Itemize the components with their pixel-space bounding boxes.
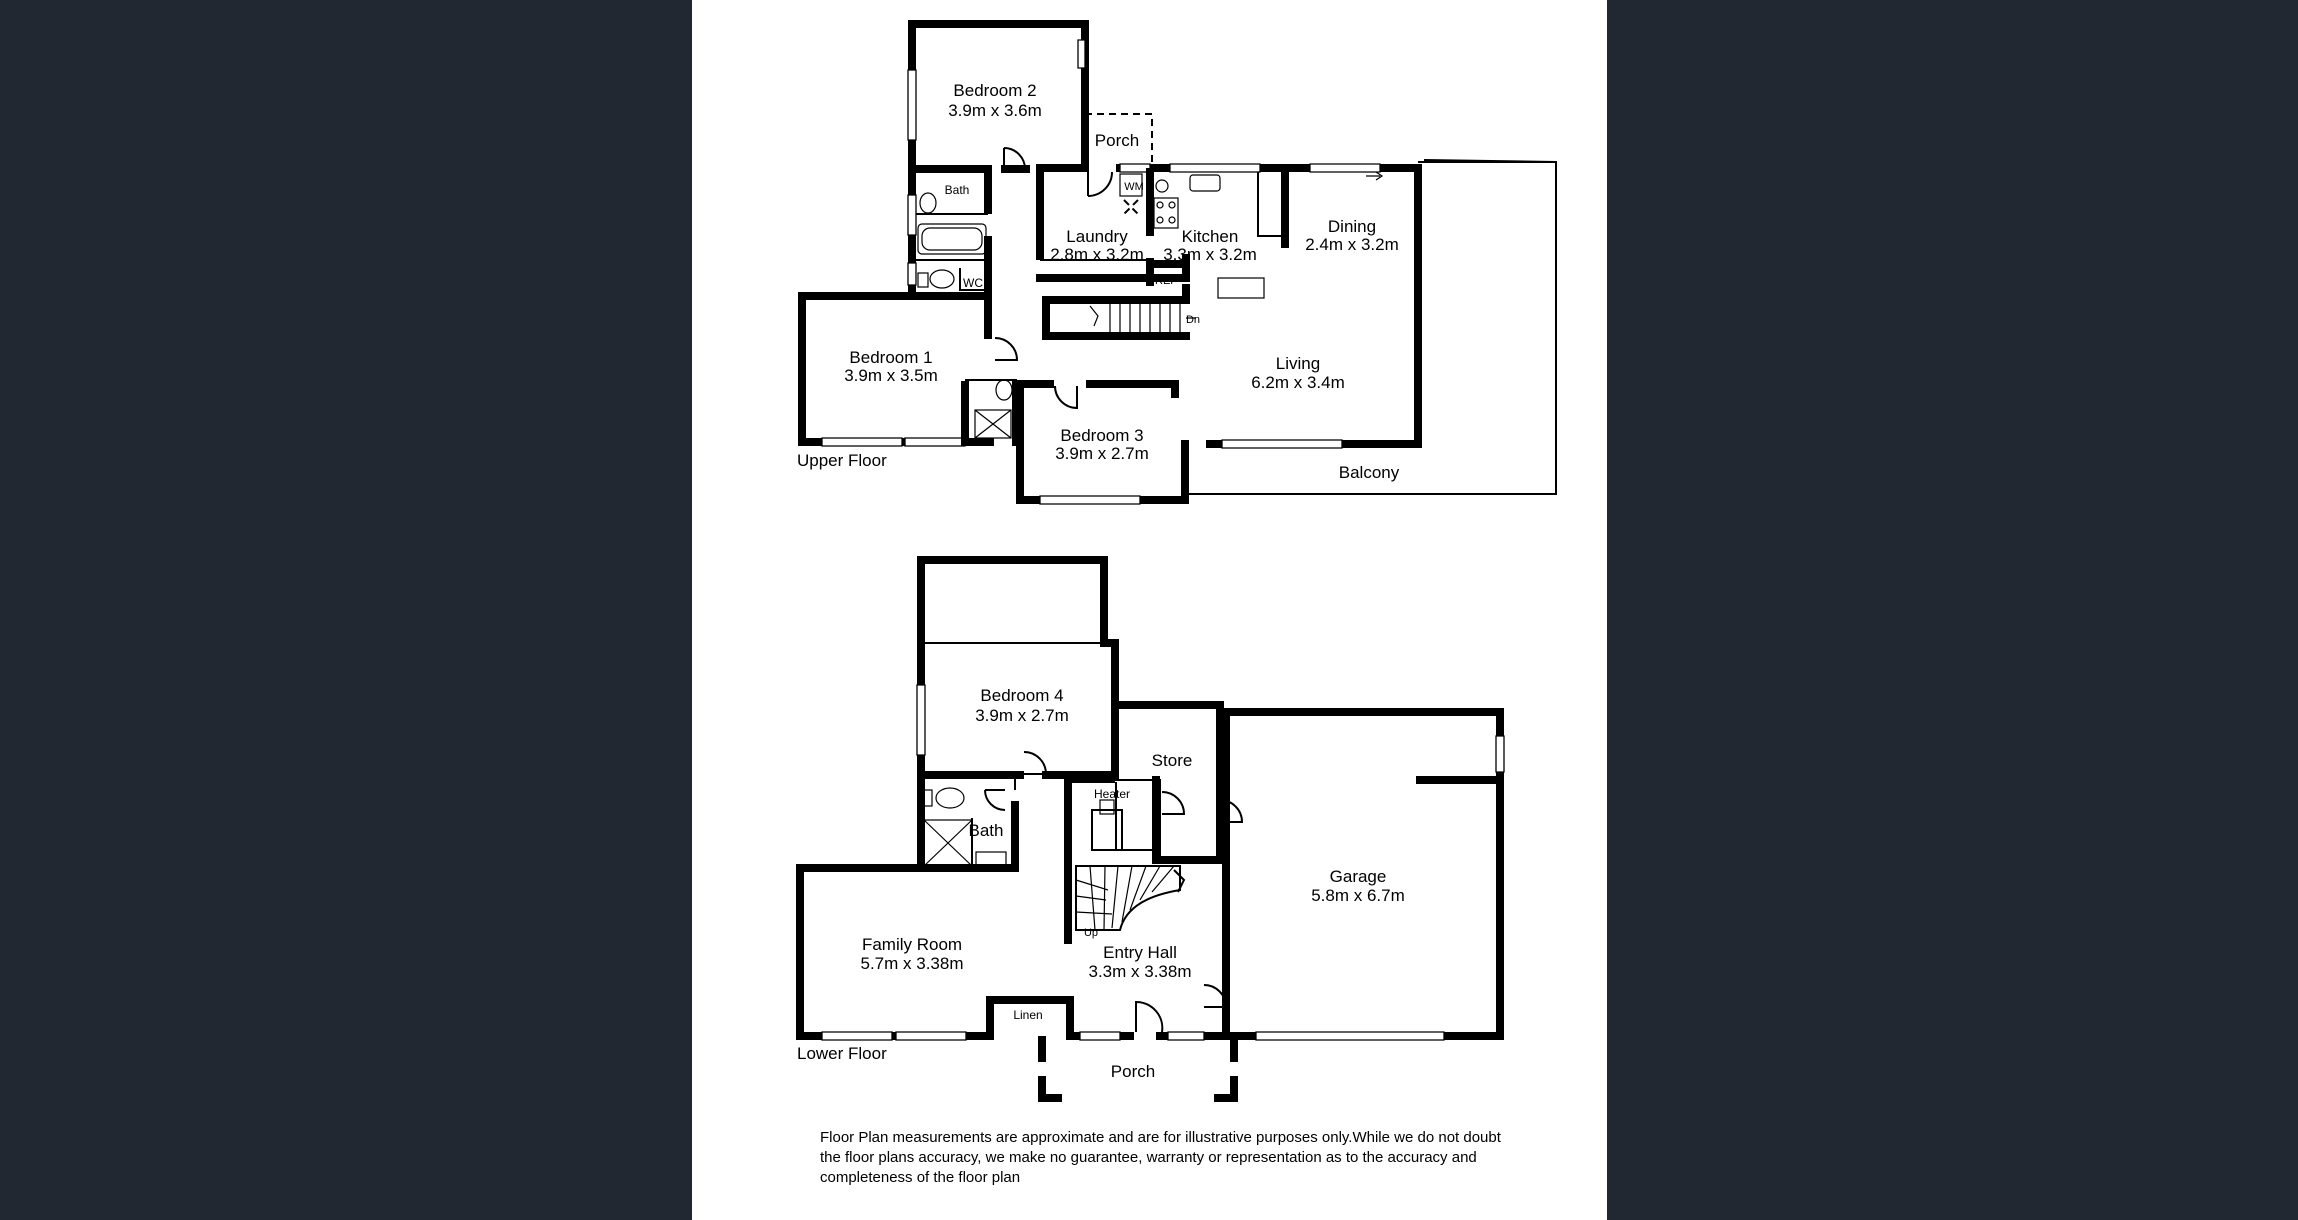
store-label: Store (1152, 751, 1193, 770)
kitchen-size: 3.3m x 3.2m (1163, 245, 1257, 264)
bedroom4-size: 3.9m x 2.7m (975, 706, 1069, 725)
entry-hall-size: 3.3m x 3.38m (1089, 962, 1192, 981)
living-size: 6.2m x 3.4m (1251, 373, 1345, 392)
dining-size: 2.4m x 3.2m (1305, 235, 1399, 254)
ref-label: REF (1155, 275, 1177, 287)
upper-porch-label: Porch (1095, 131, 1139, 150)
disclaimer-text: Floor Plan measurements are approximate … (820, 1129, 1501, 1186)
garage-size: 5.8m x 6.7m (1311, 886, 1405, 905)
upper-floor-title: Upper Floor (797, 451, 887, 470)
laundry-size: 2.8m x 3.2m (1050, 245, 1144, 264)
lower-floor-title: Lower Floor (797, 1044, 887, 1063)
wm-label: WM (1124, 181, 1144, 193)
linen-label: Linen (1013, 1008, 1042, 1022)
kitchen-label: Kitchen (1182, 227, 1239, 246)
laundry-label: Laundry (1066, 227, 1128, 246)
bedroom4-label: Bedroom 4 (980, 686, 1063, 705)
lower-bath-label: Bath (969, 821, 1004, 840)
dining-label: Dining (1328, 217, 1376, 236)
bedroom1-size: 3.9m x 3.5m (844, 366, 938, 385)
bedroom2-size: 3.9m x 3.6m (948, 101, 1042, 120)
entry-hall-label: Entry Hall (1103, 943, 1177, 962)
stairs-up-label: Up (1084, 927, 1098, 939)
bedroom3-label: Bedroom 3 (1060, 426, 1143, 445)
stairs-down-label: Dn (1186, 314, 1200, 326)
lower-floor-plan (796, 556, 1505, 1102)
family-room-label: Family Room (862, 935, 962, 954)
wc-label: WC (963, 276, 983, 290)
garage-label: Garage (1330, 867, 1387, 886)
bedroom3-size: 3.9m x 2.7m (1055, 444, 1149, 463)
family-room-size: 5.7m x 3.38m (861, 954, 964, 973)
lower-porch-label: Porch (1111, 1062, 1155, 1081)
upper-floor-plan (798, 20, 1557, 505)
heater-label: Heater (1094, 787, 1130, 801)
balcony-label: Balcony (1339, 463, 1400, 482)
upper-bath-label: Bath (945, 183, 970, 197)
bedroom2-label: Bedroom 2 (953, 81, 1036, 100)
bedroom1-label: Bedroom 1 (849, 348, 932, 367)
living-label: Living (1276, 354, 1320, 373)
